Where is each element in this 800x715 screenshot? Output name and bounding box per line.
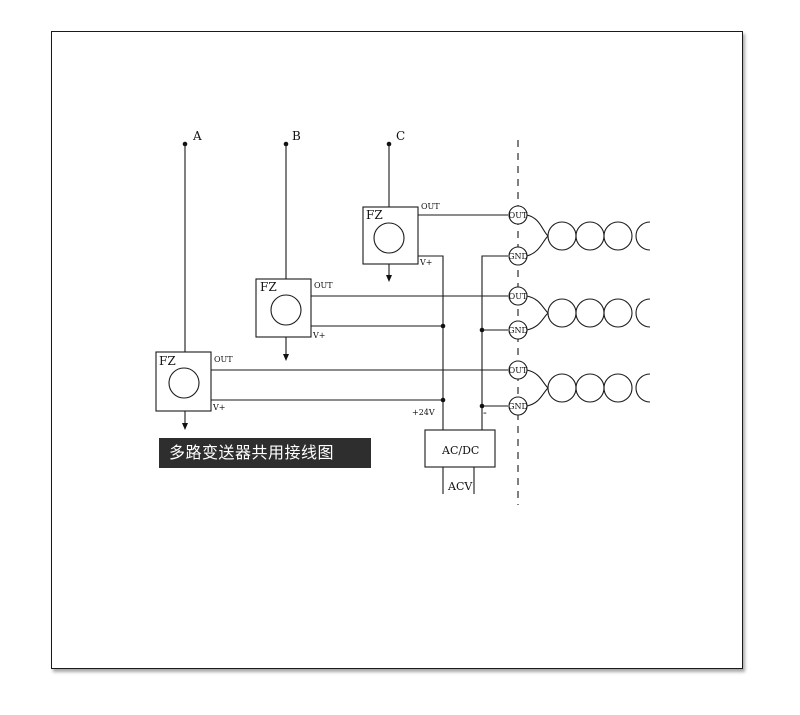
gnd-junction-b — [479, 327, 485, 333]
diagram-caption: 多路变送器共用接线图 — [159, 438, 371, 468]
ac-dc-converter-box — [424, 429, 496, 468]
vplus-junction-a — [440, 397, 446, 403]
transmitter-a-sensor-icon — [168, 367, 200, 399]
transmitter-a-box — [155, 351, 212, 412]
transmitter-a-out-label: OUT — [214, 355, 233, 364]
input-a-label: A — [192, 129, 202, 143]
twisted-pair-cable-1 — [526, 214, 651, 257]
twisted-pair-cable-2 — [526, 295, 651, 331]
terminal-out-1-label: OUT — [509, 211, 528, 220]
input-b-arrow — [283, 354, 289, 361]
gnd-bus-wire — [481, 255, 508, 430]
terminal-gnd-1-label: GND — [508, 252, 528, 261]
terminal-gnd-3-label: GND — [508, 402, 528, 411]
terminal-out-2-label: OUT — [509, 292, 528, 301]
transmitter-b-out-label: OUT — [314, 281, 333, 290]
terminal-gnd-2-label: GND — [508, 326, 528, 335]
transmitter-a-name: FZ — [159, 354, 176, 368]
transmitter-a-vplus-label: V+ — [212, 403, 225, 412]
ac-dc-converter-label: AC/DC — [441, 444, 479, 457]
input-c-arrow — [386, 275, 392, 282]
terminal-out-3-label: OUT — [509, 366, 528, 375]
transmitter-c-box — [362, 206, 419, 265]
acv-label: ACV — [447, 480, 473, 493]
vplus-bus-wire — [418, 255, 444, 430]
transmitter-c-out-label: OUT — [421, 202, 440, 211]
positive-24v-label: +24V — [412, 408, 435, 417]
gnd-junction-a — [479, 403, 485, 409]
diagram-frame — [51, 31, 743, 669]
transmitter-b-box — [255, 278, 312, 338]
twisted-pair-cable-3 — [526, 369, 651, 407]
transmitter-c-sensor-icon — [373, 222, 405, 254]
transmitter-b-name: FZ — [260, 280, 277, 294]
vplus-junction-b — [440, 323, 446, 329]
input-a-arrow — [182, 423, 188, 430]
input-b-label: B — [292, 129, 301, 143]
input-c-label: C — [396, 129, 405, 143]
transmitter-b-sensor-icon — [270, 294, 302, 326]
negative-label: - — [483, 406, 487, 419]
transmitter-b-vplus-label: V+ — [312, 331, 325, 340]
transmitter-c-name: FZ — [366, 208, 383, 222]
transmitter-c-vplus-label: V+ — [419, 258, 432, 267]
terminal-gnd-1 — [508, 246, 528, 266]
